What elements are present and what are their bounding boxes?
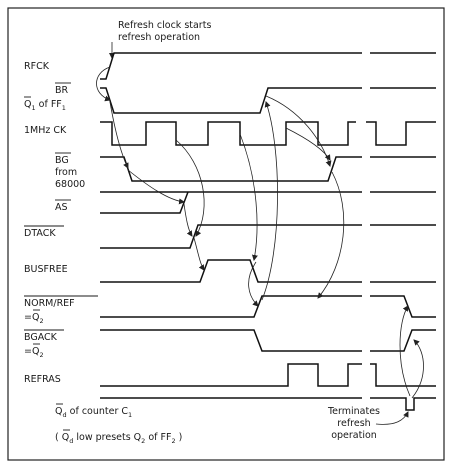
arrow-dtack-to-busfree <box>193 237 205 271</box>
arrow-ck-to-bg-release <box>285 127 331 161</box>
wave-br <box>100 87 436 114</box>
note-presets: ( Qd low presets Q2 of FF2 ) <box>55 432 182 445</box>
arrow-terminate-to-qd <box>375 411 409 425</box>
wave-refras <box>100 363 436 387</box>
annotation-start-line1: Refresh clock starts <box>118 20 211 31</box>
arrow-ck-to-busfree <box>239 133 258 261</box>
arrow-rfck-to-br <box>96 66 111 102</box>
label-normref-line2: =Q2 <box>24 312 44 325</box>
label-bgack-line2: =Q2 <box>24 346 44 359</box>
arrow-busfree-to-normref <box>248 261 259 307</box>
arrow-bg-to-normref <box>317 171 345 299</box>
wave-1mhz-ck <box>100 121 436 146</box>
label-bg-line3: 68000 <box>55 179 85 190</box>
arrow-as-to-dtack <box>183 203 193 237</box>
label-busfree: BUSFREE <box>24 264 68 275</box>
label-dtack: DTACK <box>24 228 56 239</box>
wave-rfck <box>100 52 436 80</box>
label-br: BR <box>55 85 69 96</box>
annotation-terminates-line2: refresh <box>337 418 370 429</box>
label-bg-line2: from <box>55 167 77 178</box>
wave-as <box>100 191 436 214</box>
arrow-qd-to-bgack <box>411 339 424 399</box>
arrow-qd-to-normref <box>399 305 411 397</box>
label-bg: BG <box>55 155 69 166</box>
arrow-br-to-bg <box>109 101 129 169</box>
arrow-br-to-bg-release <box>265 95 332 167</box>
label-refras: REFRAS <box>24 374 61 385</box>
wave-qd <box>100 397 436 411</box>
label-rfck: RFCK <box>24 61 50 72</box>
wave-busfree <box>100 259 436 283</box>
diagram-frame <box>7 7 445 461</box>
wave-dtack <box>100 224 436 249</box>
annotation-terminates-line1: Terminates <box>327 406 380 417</box>
wave-bg <box>100 156 436 182</box>
arrow-bg-to-as <box>127 169 185 205</box>
arrow-normref-to-br <box>261 101 278 301</box>
label-bgack: BGACK <box>24 332 58 343</box>
annotation-start-line2: refresh operation <box>118 32 200 43</box>
label-1mhz-ck: 1MHz CK <box>24 125 67 136</box>
label-normref: NORM/REF <box>24 298 75 309</box>
wave-normref <box>100 295 436 318</box>
annotation-terminates-line3: operation <box>331 430 377 441</box>
arrow-ck-to-dtack <box>175 139 205 237</box>
wave-bgack <box>100 329 436 352</box>
label-br-line2: Q1 of FF1 <box>24 99 66 112</box>
note-counter: Qd of counter C1 <box>55 406 132 419</box>
label-as: AS <box>55 202 68 213</box>
